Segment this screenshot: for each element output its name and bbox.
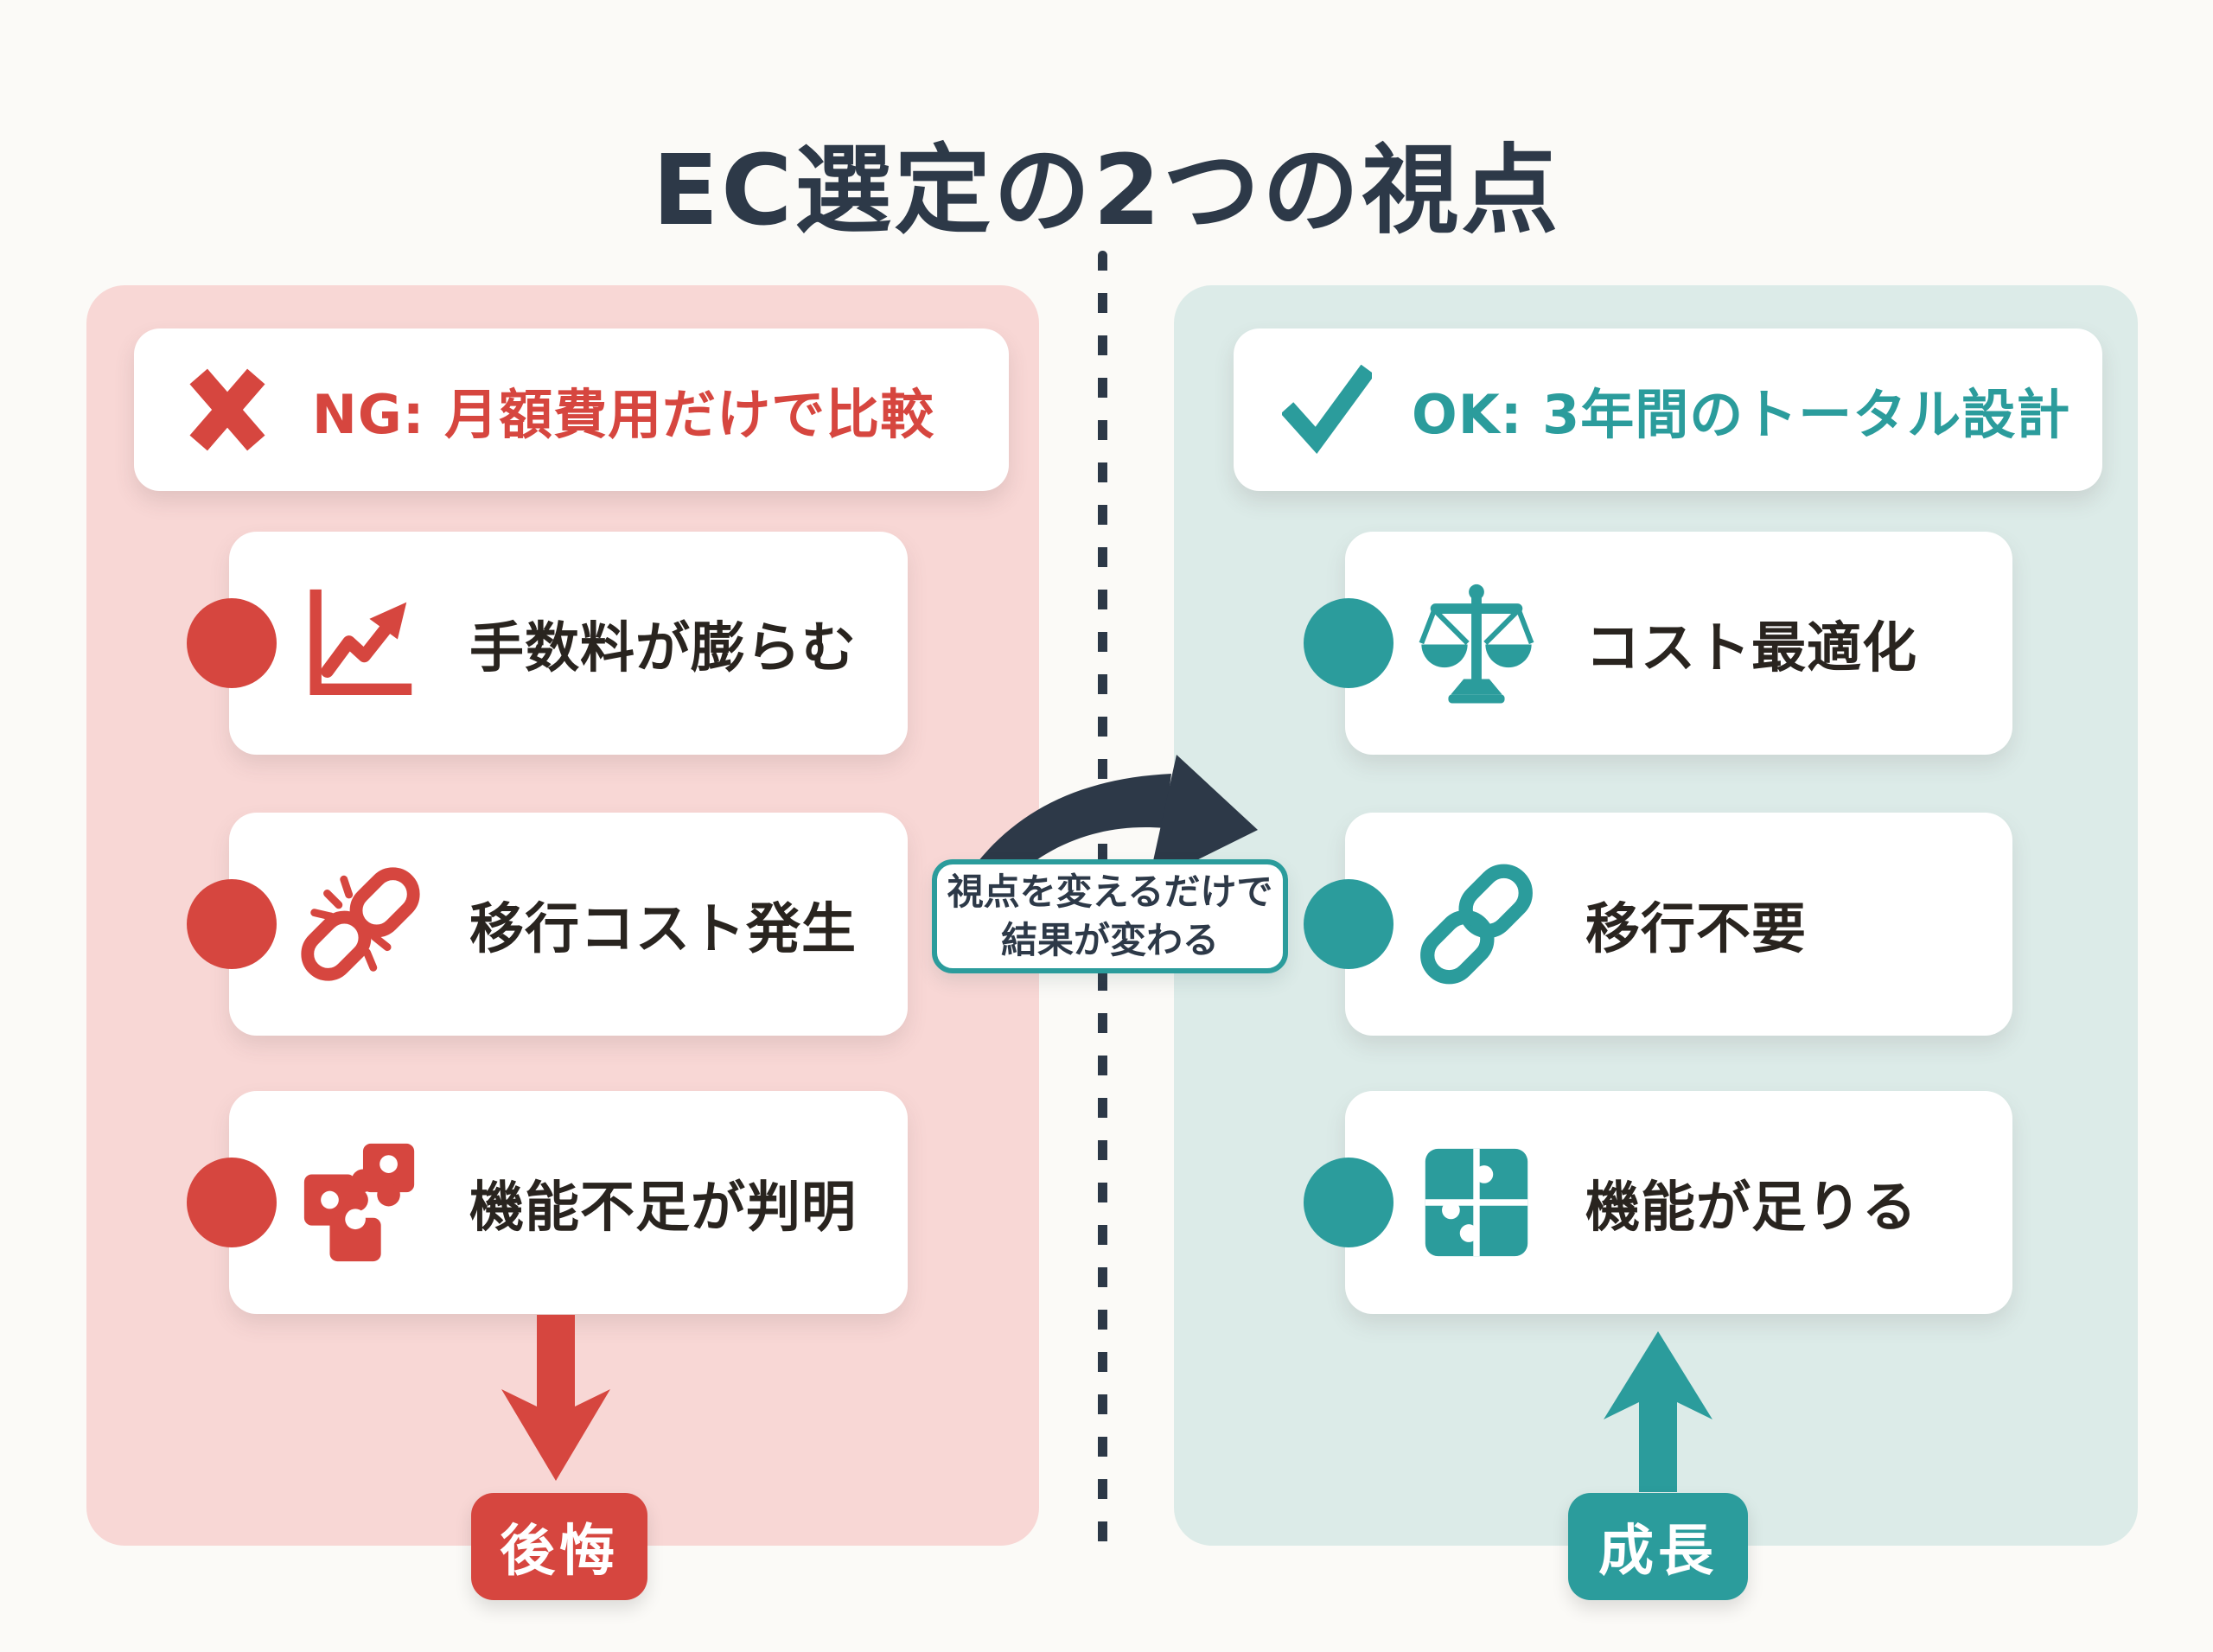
- ng-item-label: 機能不足が判明: [469, 1175, 857, 1239]
- page-title: EC選定の2つの視点: [652, 135, 1561, 248]
- ng-item-card: 移行コスト発生: [229, 813, 908, 1036]
- ok-item-card: コスト最適化: [1345, 532, 2012, 755]
- puzzle-missing-icon: [303, 1143, 415, 1262]
- ng-item-label: 手数料が膨らむ: [469, 616, 857, 679]
- ok-header-card: OK: 3年間のトータル設計: [1234, 328, 2102, 491]
- regret-badge-label: 後悔: [500, 1520, 619, 1584]
- balance-scale-icon: [1419, 584, 1534, 704]
- x-mark-icon: [189, 368, 265, 451]
- ok-bullet: [1304, 1158, 1393, 1247]
- ng-header-label: NG: 月額費用だけで比較: [312, 383, 935, 446]
- ok-item-card: 移行不要: [1345, 813, 2012, 1036]
- ok-bullet: [1304, 598, 1393, 688]
- ng-item-label: 移行コスト発生: [469, 896, 857, 960]
- up-arrow-icon: [1604, 1331, 1712, 1492]
- ng-bullet: [187, 598, 277, 688]
- chart-up-icon: [309, 589, 412, 695]
- ok-item-label: コスト最適化: [1585, 616, 1917, 679]
- broken-link-icon: [301, 867, 420, 981]
- ng-item-card: 手数料が膨らむ: [229, 532, 908, 755]
- callout-line-1: 視点を変えるだけで: [947, 870, 1273, 913]
- regret-badge: 後悔: [471, 1493, 647, 1600]
- ng-item-card: 機能不足が判明: [229, 1091, 908, 1314]
- perspective-callout: 視点を変えるだけで 結果が変わる: [932, 859, 1288, 973]
- ok-item-label: 機能が足りる: [1585, 1175, 1917, 1239]
- chain-link-icon: [1420, 864, 1533, 985]
- down-arrow-icon: [501, 1315, 610, 1481]
- check-mark-icon: [1282, 365, 1372, 455]
- ok-header-label: OK: 3年間のトータル設計: [1412, 383, 2071, 446]
- puzzle-complete-icon: [1425, 1148, 1528, 1257]
- growth-badge-label: 成長: [1598, 1520, 1718, 1584]
- ng-bullet: [187, 1158, 277, 1247]
- ok-item-card: 機能が足りる: [1345, 1091, 2012, 1314]
- growth-badge: 成長: [1568, 1493, 1748, 1600]
- ok-item-label: 移行不要: [1585, 896, 1807, 960]
- ng-header-card: NG: 月額費用だけで比較: [134, 328, 1009, 491]
- callout-line-2: 結果が変わる: [1000, 919, 1219, 961]
- ng-bullet: [187, 879, 277, 969]
- ok-bullet: [1304, 879, 1393, 969]
